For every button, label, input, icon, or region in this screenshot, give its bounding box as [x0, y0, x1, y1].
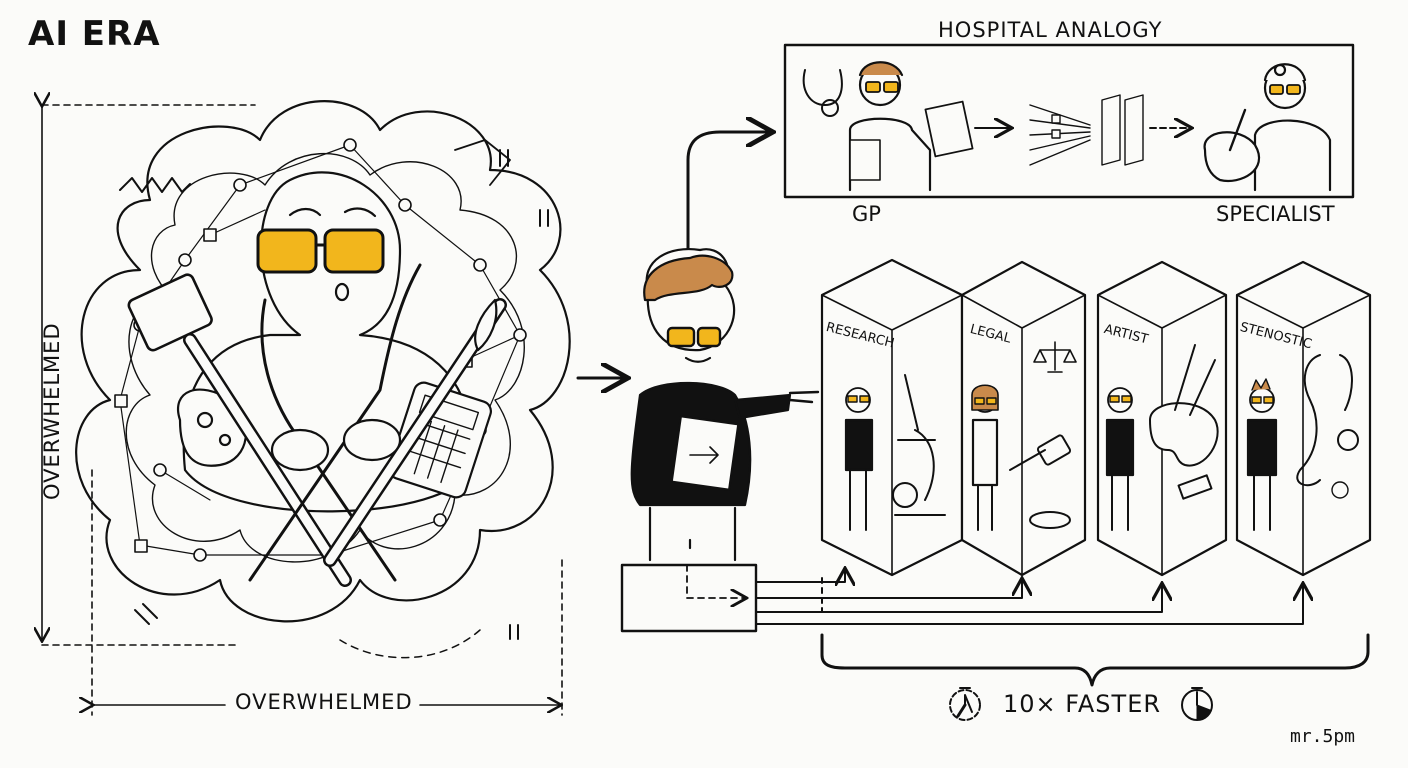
stethoscope-icon: [802, 69, 843, 117]
diagram-title: AI ERA: [28, 14, 161, 54]
stopwatch-icon: [1181, 687, 1213, 721]
artist-figure: [1105, 387, 1135, 531]
overwhelmed-bottom-label: OVERWHELMED: [235, 690, 413, 714]
specialist-pods: [820, 258, 1372, 577]
guide-person: [630, 247, 820, 562]
microscope-icon: [892, 374, 946, 516]
specialist-doctor: [1203, 63, 1332, 192]
overwhelmed-dimensions: [42, 105, 562, 716]
hospital-analogy: [783, 43, 1355, 199]
researcher-figure: [844, 387, 874, 531]
gavel-icon: [1009, 434, 1072, 529]
lawyer-figure: [971, 384, 999, 531]
guide-to-hospital-arrow: [686, 132, 770, 254]
palette-icon: [1149, 344, 1219, 500]
overwhelmed-person: [127, 171, 507, 587]
scales-icon: [1033, 341, 1077, 373]
gp-doctor: [848, 61, 974, 192]
routing-arrows: [755, 570, 1303, 625]
overwhelm-cloud: [75, 100, 571, 659]
hospital-analogy-heading: HOSPITAL ANALOGY: [938, 18, 1163, 42]
routing-box: [620, 563, 758, 633]
stethoscope-icon: [1296, 354, 1359, 499]
specialist-label: SPECIALIST: [1216, 202, 1335, 226]
stenostic-figure: [1246, 378, 1278, 531]
pods-brace: [820, 633, 1370, 687]
signature: mr.5pm: [1290, 726, 1356, 747]
stopwatch-icon: [949, 687, 981, 721]
speed-label: 10× FASTER: [1003, 690, 1162, 718]
overwhelmed-side-label: OVERWHELMED: [40, 322, 64, 500]
triage-icon: [1029, 94, 1144, 166]
gp-label: GP: [852, 202, 881, 226]
